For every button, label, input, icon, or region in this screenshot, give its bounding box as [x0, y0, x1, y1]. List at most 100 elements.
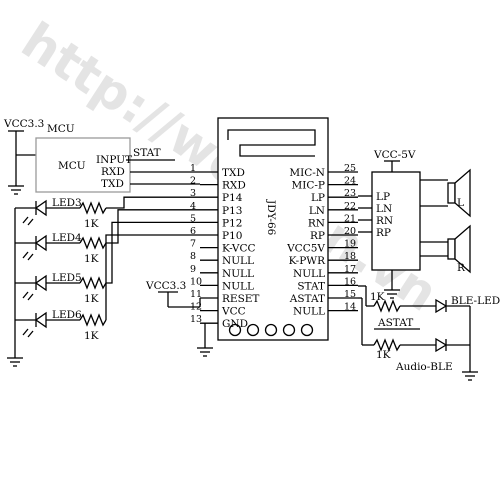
module-pin-name: VCC5V: [286, 243, 325, 255]
module-pin-name: RESET: [222, 293, 259, 305]
amp-pin-rp: RP: [376, 227, 391, 239]
mcu-pin-rxd: RXD: [101, 166, 125, 178]
module-pin-name: P14: [222, 192, 243, 204]
module-pin-number: 16: [344, 276, 356, 287]
module-pin-number: 8: [190, 251, 196, 262]
module-pin-name: MIC-N: [289, 167, 325, 179]
module-pin-number: 15: [344, 289, 356, 300]
module-pin-name: ASTAT: [289, 293, 325, 305]
module-pin-name: RP: [310, 230, 325, 242]
led-label: LED4: [52, 232, 82, 244]
status-led-section: 1K BLE-LED 1K Audio-BLE ASTAT: [358, 285, 500, 381]
module-pin-number: 25: [344, 163, 356, 174]
module-pin-name: TXD: [222, 167, 245, 179]
module-pin-number: 13: [190, 314, 202, 325]
module-pin-name: NULL: [293, 268, 325, 280]
speaker-right-label: R: [457, 262, 466, 274]
led-label: LED6: [52, 309, 82, 321]
module-pin-name: P13: [222, 205, 242, 217]
speaker-right-icon: [447, 238, 456, 260]
mcu-top-label: MCU: [47, 123, 75, 135]
module-right-pins: 25 MIC-N 24 MIC-P 23 LP 22 LN 21 RN 20 RP 19 VCC5V 18 K…: [286, 163, 358, 318]
resistor-icon: [79, 276, 107, 290]
module-pin-number: 21: [344, 213, 356, 224]
mcu-box-label: MCU: [58, 160, 86, 172]
led-label: LED5: [52, 272, 82, 284]
module-pin-name: RXD: [222, 180, 246, 192]
module-pin-name: MIC-P: [291, 180, 325, 192]
amplifier-section: VCC-5V LP LN RN RP L R: [371, 149, 471, 299]
module-pin-number: 7: [190, 239, 196, 250]
resistor-label: 1K: [84, 218, 99, 230]
resistor-label: 1K: [84, 293, 99, 305]
status-ble-led-label: BLE-LED: [451, 295, 500, 307]
mcu-box: [35, 137, 131, 193]
speaker-left-label: L: [457, 197, 464, 209]
amplifier-box: [371, 171, 421, 271]
module-pin-number: 5: [190, 213, 196, 224]
module-supply: VCC3.3: [145, 280, 201, 308]
module-pin-number: 17: [344, 264, 356, 275]
amp-pin-ln: LN: [376, 203, 392, 215]
led-label: LED3: [52, 197, 82, 209]
module-pin-number: 23: [344, 188, 356, 199]
module-pin-name: NULL: [222, 255, 254, 267]
amp-pin-rn: RN: [376, 215, 393, 227]
module-pin-number: 3: [190, 188, 196, 199]
module-pin-number: 18: [344, 251, 356, 262]
module-pin-name: NULL: [222, 268, 254, 280]
module-pin-name: GND: [222, 318, 248, 330]
module-pin-number: 9: [190, 264, 196, 275]
module-pin-number: 10: [190, 276, 202, 287]
module-pin-number: 11: [190, 289, 202, 300]
resistor-icon: [79, 236, 107, 250]
module-pin-name: P10: [222, 230, 242, 242]
module-pin-name: K-PWR: [289, 255, 326, 267]
mcu-pin-input: INPUT: [96, 154, 132, 166]
mcu-supply-label: VCC3.3: [3, 118, 44, 130]
speaker-left-icon: [447, 182, 456, 204]
status-astat-label: ASTAT: [377, 317, 413, 329]
module-pin-name: P12: [222, 217, 242, 229]
module-pin-name: NULL: [222, 280, 254, 292]
module-pin-number: 19: [344, 239, 356, 250]
mcu-pin-txd: TXD: [101, 178, 124, 190]
module-pin-name: STAT: [297, 280, 325, 292]
module-pin-number: 20: [344, 226, 356, 237]
antenna-trace: [227, 129, 316, 157]
module-pin-number: 1: [190, 163, 196, 174]
module-pin-number: 2: [190, 176, 196, 187]
amp-pin-lp: LP: [376, 191, 390, 203]
module-pin-name: NULL: [293, 306, 325, 318]
module-name: JDY-66: [265, 199, 277, 236]
module-pin-number: 4: [190, 201, 196, 212]
mcu-section: VCC3.3 MCU MCU INPUT RXD TXD STAT: [3, 118, 200, 195]
resistor-icon: [79, 313, 107, 327]
module-pin-name: LN: [309, 205, 325, 217]
module-pin-name: RN: [308, 217, 325, 229]
module-pin-number: 24: [344, 176, 356, 187]
status-resistor1-label: 1K: [370, 291, 385, 303]
resistor-label: 1K: [84, 253, 99, 265]
module-pin-number: 6: [190, 226, 196, 237]
module-to-amp-wires: [358, 195, 372, 233]
amp-supply-label: VCC-5V: [373, 149, 416, 161]
module-vcc-label: VCC3.3: [145, 280, 186, 292]
module-pin-number: 14: [344, 302, 356, 313]
resistor-icon: [79, 201, 107, 215]
module-pin-name: LP: [311, 192, 325, 204]
module-pin-number: 22: [344, 201, 356, 212]
resistor-label: 1K: [84, 330, 99, 342]
status-audio-led-label: Audio-BLE: [395, 361, 453, 373]
mcu-stat-label: STAT: [133, 147, 161, 159]
module-pin-name: K-VCC: [222, 243, 256, 255]
module-pin-name: VCC: [221, 306, 246, 318]
status-resistor2-label: 1K: [376, 349, 391, 361]
